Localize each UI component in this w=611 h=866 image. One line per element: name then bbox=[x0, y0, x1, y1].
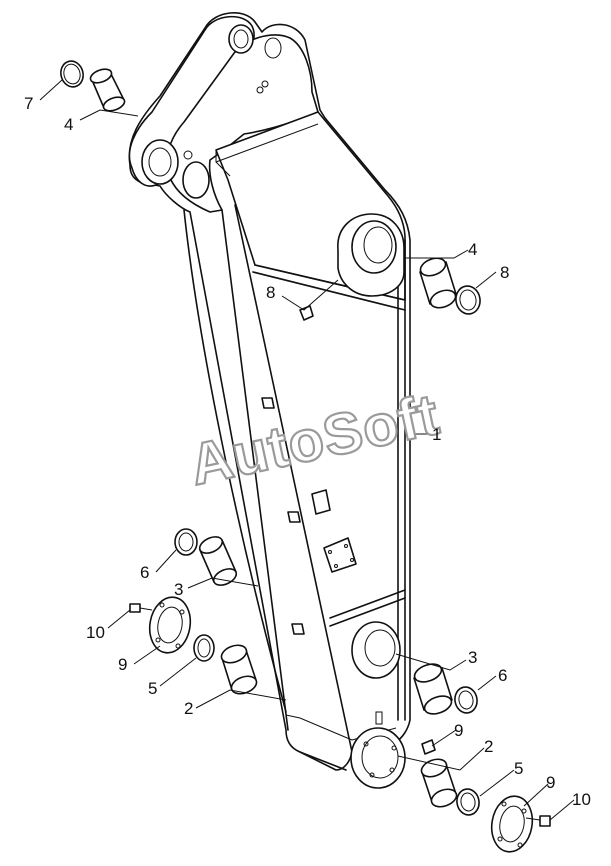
callout-2: 2 bbox=[484, 737, 493, 756]
callout-7: 7 bbox=[24, 94, 33, 113]
callout-7: 8 bbox=[500, 263, 509, 282]
bushing-3-right bbox=[413, 663, 453, 715]
bolt-8-lower bbox=[421, 739, 436, 755]
plate-9-right bbox=[490, 795, 534, 853]
ring-6-right bbox=[454, 686, 478, 714]
callout-9: 9 bbox=[546, 773, 555, 792]
ring-5-right bbox=[456, 788, 480, 816]
callout-3: 3 bbox=[468, 648, 477, 667]
callout-6: 6 bbox=[498, 666, 507, 685]
callout-2: 2 bbox=[184, 699, 193, 718]
callout-10: 10 bbox=[572, 790, 591, 809]
arm-body bbox=[128, 12, 411, 789]
bushing-2-right bbox=[420, 758, 458, 808]
callout-8: 8 bbox=[266, 283, 275, 302]
ring-6-left bbox=[174, 528, 198, 556]
callout-3: 3 bbox=[174, 580, 183, 599]
callout-10: 10 bbox=[86, 623, 105, 642]
callout-4: 4 bbox=[64, 115, 73, 134]
ring-5-left bbox=[193, 634, 215, 662]
bolt-10-right bbox=[525, 815, 551, 827]
plate-9-left bbox=[148, 596, 192, 654]
leader-lines bbox=[39, 79, 575, 821]
callout-8: 9 bbox=[454, 721, 463, 740]
ring-7-top-left bbox=[60, 60, 84, 88]
callout-4: 4 bbox=[468, 240, 477, 259]
callout-1: 1 bbox=[432, 425, 441, 444]
bushing-2-left bbox=[220, 644, 258, 695]
callout-9: 9 bbox=[118, 655, 127, 674]
bushing-4-top-left bbox=[89, 68, 126, 112]
bushing-3-left bbox=[198, 536, 238, 586]
callout-5: 5 bbox=[514, 759, 523, 778]
callout-5: 5 bbox=[148, 679, 157, 698]
callout-6: 6 bbox=[140, 563, 149, 582]
ring-7-right bbox=[455, 285, 481, 315]
bushing-4-right bbox=[419, 257, 457, 309]
callouts: 7 4 4 8 8 1 6 3 10 9 5 2 3 6 9 2 5 9 10 bbox=[24, 94, 591, 809]
bolt-10-left bbox=[129, 603, 153, 613]
